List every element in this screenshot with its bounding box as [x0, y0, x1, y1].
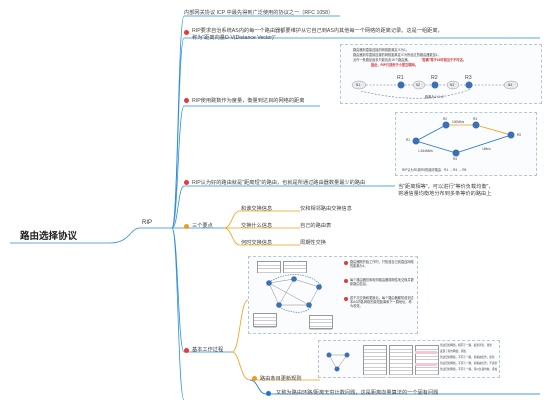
diagram-best-route: R1 R2 R3 R4 R5 100Mb/s 1.544Mb/s 1Mb/s R…	[395, 112, 537, 176]
note-igp: 内部网关协议 ICP 中最先得到广泛使用的协议之一（RFC 1058）	[184, 10, 334, 16]
rule-better-route: 到达目的网络，不同下一跳，新路由优势，更新	[440, 356, 495, 359]
diagram-convergence: 路由器刚开始工作时，只知道自己到直连网络的距离为1。 每个路由器仅和相邻路由器周…	[248, 256, 418, 334]
bullet-icon	[344, 297, 348, 301]
note-load-balance-2: 将通信量均衡地分布到多条等价的路由上	[398, 191, 492, 197]
hop-topology	[351, 80, 519, 99]
net-n2: N2	[416, 83, 421, 87]
legend-item-1: 路由器到直接连接的网络距离定义为1。	[353, 48, 409, 52]
diagram-update-rules: 到达目的网络，相同下一跳，最新消息，更新 发现了新的网络，添加 到达目的网络，不…	[318, 340, 500, 379]
route-router-r2: R2	[443, 117, 448, 121]
legend-item-2: 路由器到非直接连接的网络距离定义为所经过的路由器数加1。	[353, 53, 441, 57]
red-dot-icon	[184, 180, 189, 185]
bad-news-desc: 又称为路由环路/距离无穷计数问题，这是距离向量算法的一个固有问题	[276, 390, 439, 396]
route-router-r3: R3	[473, 117, 478, 121]
link-1m: 1Mb/s	[482, 147, 491, 151]
point-what: 交换什么信息	[241, 223, 273, 229]
rule-worse-route: 到达目的网络，不同下一跳，新路由劣势，不更新	[440, 362, 498, 365]
orange-dot-icon	[184, 224, 189, 229]
three-points-label: 三个要点	[192, 223, 213, 229]
bullet-icon	[344, 261, 348, 265]
rip-branches	[171, 15, 540, 400]
note-distance-vector-1: RIP要求自治系统AS内的每一个路由器都要维护从它自己到AS内其他每一个网络的距…	[192, 28, 443, 34]
update-rules-label: 路由条目更新规则	[260, 376, 302, 382]
legend-small-net: 因此，RIP只适用于小型互联网。	[371, 63, 418, 67]
net-n4: N4	[508, 83, 513, 87]
basic-process-label: 基本工作过程	[192, 347, 224, 353]
legend-unreachable: "距离"等于16时相当于不可达。	[421, 58, 466, 62]
point-who-answer: 仅和相邻路由交换信息	[300, 206, 352, 212]
rule-same-next-hop: 到达目的网络，相同下一跳，最新消息，更新	[440, 344, 492, 347]
rip-label: RIP	[142, 220, 153, 226]
net-n3: N3	[450, 83, 455, 87]
red-dot-icon	[184, 30, 189, 35]
diagram-hop-count: 路由器到直接连接的网络距离定义为1。 路由器到非直接连接的网络距离定义为所经过的…	[340, 44, 542, 104]
route-router-r1: R1	[406, 138, 411, 142]
route-topology	[412, 121, 515, 157]
update-topology	[326, 352, 350, 372]
red-dot-icon	[184, 348, 189, 353]
net-n1: N1	[356, 83, 361, 87]
note-hop-metric: RIP使用跳数作为度量，衡量到达目的网络的距离	[192, 98, 305, 104]
point-when-answer: 周期性交换	[300, 240, 326, 246]
orange-dot-icon	[252, 376, 257, 381]
route-router-r4: R4	[453, 157, 458, 161]
router-r2: R2	[431, 75, 438, 81]
three-points-branches	[223, 210, 300, 246]
point-who: 和谁交换信息	[241, 206, 273, 212]
process-branches	[231, 299, 320, 381]
rule-equal-route: 到达目的网络，不同下一跳，等价负载均衡，添加	[440, 368, 498, 371]
note-load-balance-1: 当"距离相等"，可以进行"等价负载均衡"，	[398, 184, 494, 190]
point-when: 何时交换信息	[241, 240, 273, 246]
bullet-icon	[344, 279, 348, 283]
route-router-r5: R5	[517, 133, 522, 137]
convergence-step-1: 路由器刚开始工作时，只知道自己到直连网络的距离为1。	[350, 260, 414, 268]
link-t1: 1.544Mb/s	[418, 149, 433, 153]
best-route-caption: RIP认为R1到R5的最好路由：R1 → R4 → R5	[402, 168, 467, 172]
note-distance-vector-2: 称为"距离向量D-V(Distance Vector)"	[192, 35, 276, 41]
point-what-answer: 自己的路由表	[300, 223, 332, 229]
router-r1: R1	[397, 75, 404, 81]
note-shortest-route: RIP认为好的路由就是"距离短"的路由，也就是所通过路由器数量最少的路由	[192, 180, 366, 186]
root-title: 路由选择协议	[20, 231, 78, 242]
distance-caption: 距离为1+1=2	[425, 95, 444, 99]
convergence-step-2: 每个路由器仅和相邻路由器周期性地交换并更新路由信息。	[350, 278, 414, 286]
link-fast: 100Mb/s	[452, 120, 465, 124]
legend-item-3: 允许一条路径最多只能包含15个路由器。	[353, 58, 411, 62]
blue-dot-icon	[266, 391, 271, 396]
convergence-topology	[266, 274, 322, 313]
router-r3: R3	[465, 75, 472, 81]
rule-new-network: 发现了新的网络，添加	[440, 350, 466, 353]
root-to-rip	[109, 227, 172, 244]
red-dot-icon	[184, 98, 189, 103]
convergence-step-3: 若干次交换和更新后，每个路由器都知道到达本AS内各网络的最短距离和下一跳地址，称…	[350, 296, 414, 308]
